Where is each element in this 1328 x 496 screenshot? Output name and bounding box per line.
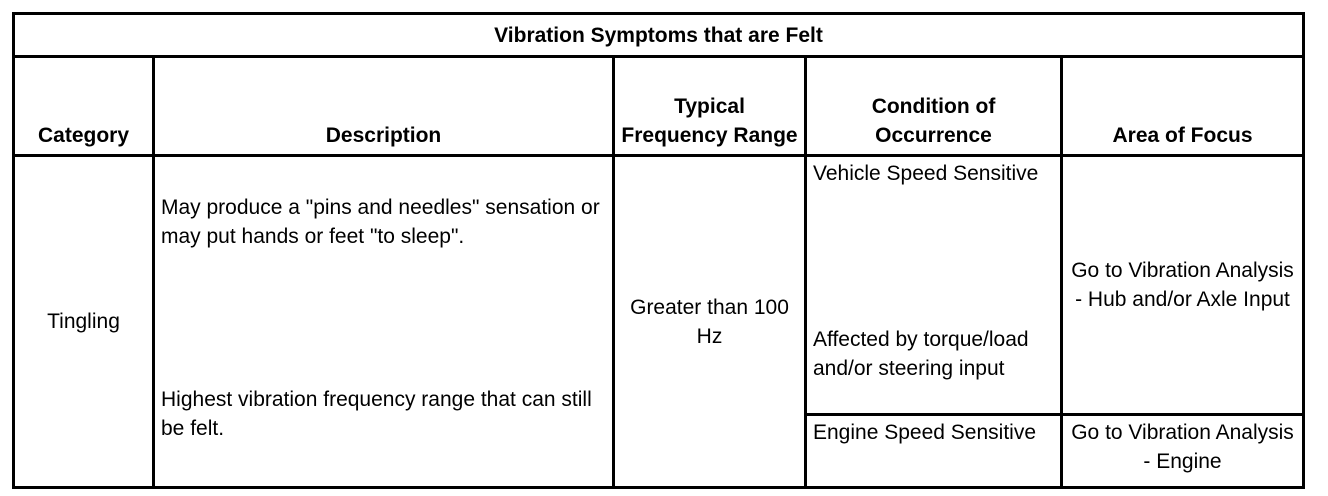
header-category: Category [12,55,155,157]
table-row: Tingling May produce a "pins and needles… [12,154,1306,489]
header-description: Description [152,55,615,157]
table-row: Engine Speed Sensitive Go to Vibration A… [14,413,1306,489]
cell-frequency: Greater than 100 Hz [612,154,807,489]
header-focus: Area of Focus [1059,55,1306,157]
condition-torque-load: Affected by torque/load and/or steering … [813,328,1029,380]
table-header-row: Category Description Typical Frequency R… [12,55,1306,157]
cell-condition-engine: Engine Speed Sensitive [804,413,1063,489]
description-text-1: May produce a "pins and needles" sensati… [161,196,600,248]
condition-vehicle-speed: Vehicle Speed Sensitive [813,162,1039,185]
vibration-symptoms-table: Vibration Symptoms that are Felt Categor… [11,12,1306,489]
cell-focus-engine: Go to Vibration Analysis - Engine [1059,413,1306,489]
table-title-row: Vibration Symptoms that are Felt [11,12,1306,58]
header-frequency: Typical Frequency Range [612,55,807,157]
cell-focus-hub-axle: Go to Vibration Analysis - Hub and/or Ax… [1059,154,1306,416]
vibration-table-container: Vibration Symptoms that are Felt Categor… [11,12,1306,489]
table-title: Vibration Symptoms that are Felt [11,12,1306,58]
cell-category: Tingling [12,154,155,489]
description-text-2: Highest vibration frequency range that c… [161,388,592,440]
cell-description: May produce a "pins and needles" sensati… [152,154,615,489]
cell-condition-vehicle: Vehicle Speed Sensitive Affected by torq… [804,154,1063,416]
header-condition: Condition of Occurrence [804,55,1063,157]
